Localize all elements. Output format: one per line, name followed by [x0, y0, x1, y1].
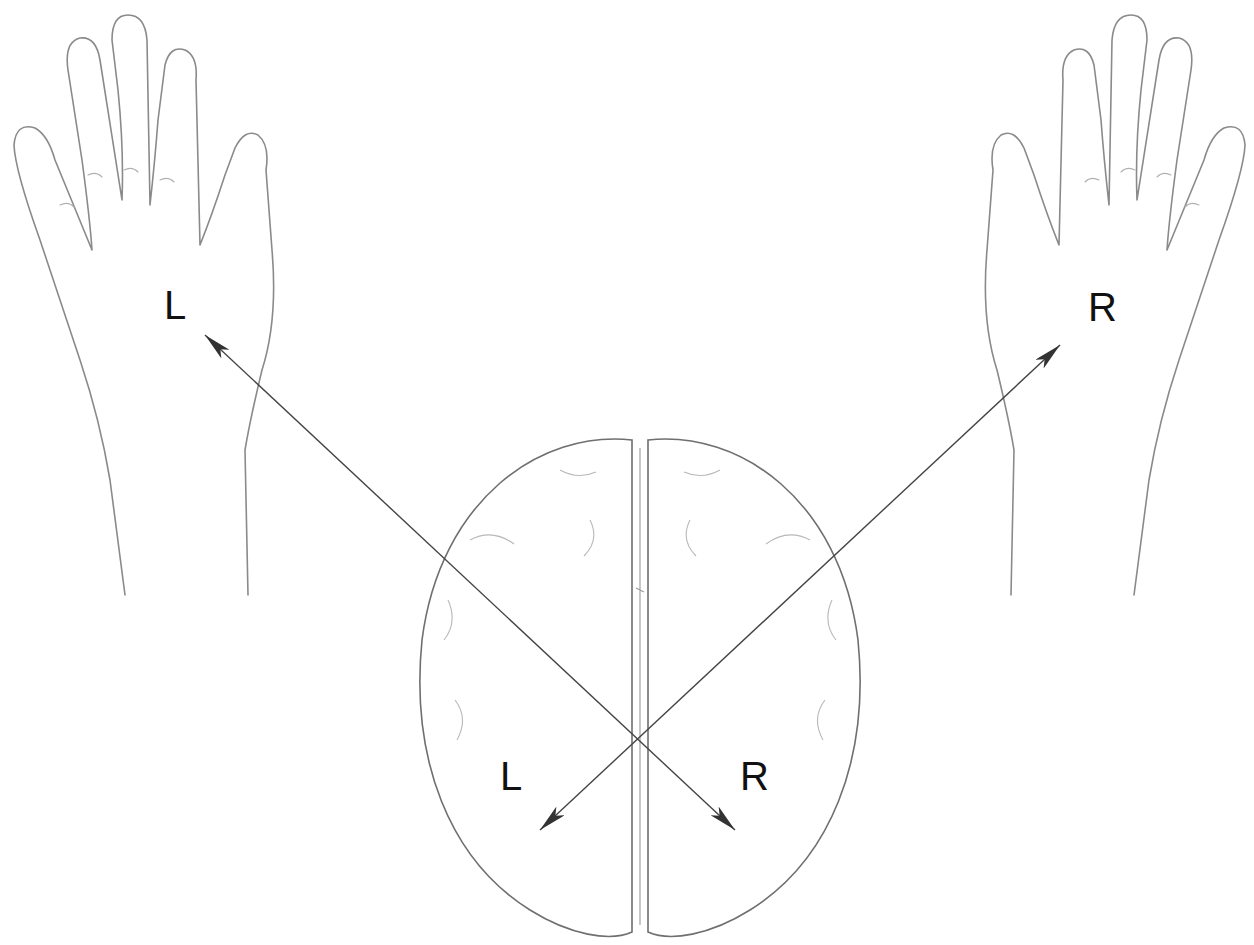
side-label: L	[164, 283, 186, 327]
central-fissure	[636, 448, 644, 925]
hemisphere-label-box: R	[735, 722, 800, 830]
hand-label-box: L	[145, 275, 205, 335]
right-hemisphere	[648, 439, 860, 936]
knuckle-crease	[60, 168, 174, 207]
crossed-pathway-arrow	[540, 345, 1060, 830]
right-hand	[985, 15, 1245, 595]
side-label: R	[1088, 285, 1117, 329]
brain-top-view	[420, 439, 860, 936]
hand-outline	[14, 15, 274, 595]
crossed-pathway-arrow	[205, 335, 735, 830]
gyrus-line	[684, 470, 836, 740]
hand-label-box: R	[1060, 268, 1145, 345]
side-label: R	[740, 754, 769, 798]
gyri	[444, 470, 836, 740]
left-hand	[14, 15, 274, 595]
side-label: L	[500, 754, 522, 798]
left-hemisphere	[420, 439, 632, 936]
gyrus-line	[444, 470, 596, 740]
knuckle-crease	[1085, 168, 1199, 207]
hemisphere-label-box: L	[495, 722, 540, 830]
hand-outline	[985, 15, 1245, 595]
